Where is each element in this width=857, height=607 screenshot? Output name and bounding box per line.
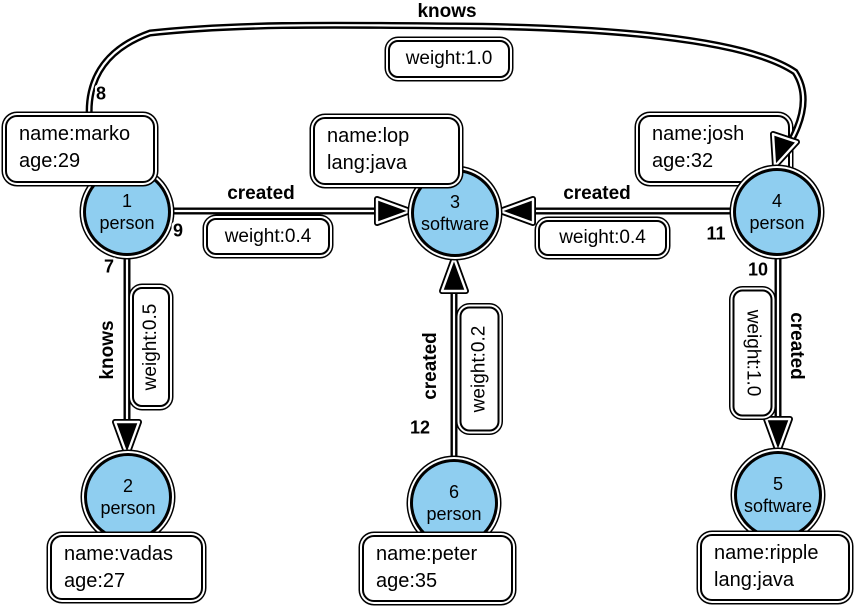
node-3-properties-box: name:lop lang:java [313, 117, 460, 185]
node-6-id: 6 [448, 482, 459, 502]
edge-10-id: 10 [747, 259, 769, 280]
edge-9-label: created [227, 183, 295, 204]
property-line: name:josh [652, 123, 745, 145]
property-line: name:marko [19, 123, 131, 145]
edge-11-weight-box: weight:0.4 [538, 220, 667, 256]
property-line: age:27 [64, 570, 126, 592]
node-5: 5 software [734, 451, 822, 539]
arrowhead-created-4-5 [764, 417, 792, 454]
arrowhead-knows-1-4 [771, 132, 799, 168]
property-line: lang:java [327, 152, 408, 174]
arrowhead-knows-1-2 [113, 420, 141, 457]
property-line: age:35 [376, 570, 438, 592]
node-1-id: 1 [121, 191, 132, 211]
edge-9-weight-box: weight:0.4 [206, 218, 330, 255]
node-4: 4 person [733, 168, 821, 256]
edge-12-label: created [420, 332, 441, 400]
edge-8-id: 8 [95, 83, 107, 104]
edge-12-weight-box: weight:0.2 [459, 306, 500, 432]
property-line: age:32 [652, 150, 714, 172]
node-4-id: 4 [771, 191, 782, 211]
node-2: 2 person [84, 453, 172, 541]
edge-12-id: 12 [409, 417, 431, 438]
arrowhead-created-4-3 [498, 197, 535, 225]
node-2-properties-box: name:vadas age:27 [50, 535, 203, 600]
property-line: name:vadas [64, 543, 173, 565]
node-6-properties-box: name:peter age:35 [362, 535, 513, 602]
node-2-id: 2 [122, 476, 133, 496]
edge-10-label: created [786, 312, 807, 380]
node-5-label: software [743, 496, 813, 516]
node-5-properties-box: name:ripple lang:java [700, 534, 850, 601]
node-3-label: software [420, 214, 490, 234]
edge-7-weight-box: weight:0.5 [132, 287, 170, 407]
edge-8-weight-box: weight:1.0 [388, 40, 510, 78]
edge-10-weight-box: weight:1.0 [732, 289, 773, 417]
edge-knows-1-4-core [88, 24, 805, 175]
edge-7-label: knows [97, 320, 118, 380]
edge-8-label: knows [417, 1, 477, 22]
arrowhead-created-6-3 [440, 256, 468, 293]
edge-7-id: 7 [103, 256, 115, 277]
node-2-label: person [100, 498, 156, 518]
property-line: name:ripple [714, 542, 819, 564]
property-line: age:29 [19, 150, 81, 172]
node-1-properties-box: name:marko age:29 [5, 115, 155, 183]
node-6-label: person [426, 504, 482, 524]
node-3-id: 3 [449, 192, 460, 212]
property-line: name:peter [376, 543, 478, 565]
node-6: 6 person [410, 459, 498, 547]
node-5-id: 5 [772, 474, 783, 494]
node-1-label: person [99, 213, 155, 233]
node-4-label: person [749, 213, 805, 233]
arrowhead-created-1-3 [375, 197, 412, 225]
edge-9-id: 9 [172, 220, 184, 241]
edge-11-label: created [563, 183, 631, 204]
edge-11-id: 11 [706, 223, 726, 244]
property-line: name:lop [327, 125, 410, 147]
node-4-properties-box: name:josh age:32 [638, 115, 790, 183]
property-line: lang:java [714, 569, 795, 591]
